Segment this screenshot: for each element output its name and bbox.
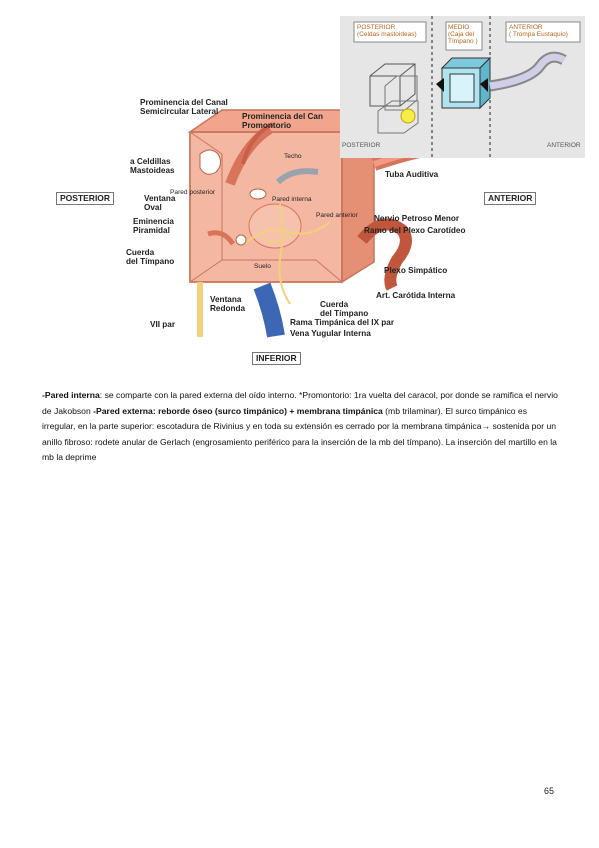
label-pared-interna: Pared interna [272,196,312,203]
label-prominencia-promontorio: Prominencia del Can Promontorio [242,112,323,130]
inset-header-medio: MEDIO (Caja del Tímpano ) [448,24,478,45]
text-span: (mb trilaminar). El surco timpánico es i… [42,405,557,463]
label-inferior: INFERIOR [252,352,301,365]
label-prominencia-canal-semicircular: Prominencia del Canal Semicircular Later… [140,98,228,116]
label-ventana-redonda: Ventana Redonda [210,295,246,313]
inset-side-anterior: ANTERIOR [547,142,581,149]
label-anterior: ANTERIOR [484,192,537,205]
body-text: -Pared interna: se comparte con la pared… [42,388,562,466]
label-tuba-auditiva: Tuba Auditiva [385,170,439,179]
label-ramo-plexo-carotideo: Ramo del Plexo Carotídeo [364,226,466,235]
middle-ear-figure: Prominencia del Canal Semicircular Later… [40,14,585,374]
label-pared-posterior: Pared posterior [170,189,216,196]
inset-cube-illustration [353,16,581,158]
tympanic-cavity-illustration [187,108,426,338]
label-rama-timpanica: Rama Timpánica del IX par [290,318,395,327]
label-art-carotida: Art. Carótida Interna [376,291,456,300]
inset-header-anterior: ANTERIOR ( Trompa Eustaquio) [509,24,568,38]
label-celdillas-mastoideas: a Celdillas Mastoideas [130,157,175,175]
label-techo: Techo [284,153,302,160]
label-eminencia-piramidal: Eminencia Piramidal [133,217,174,235]
text-span: : se comparte con la pared externa del o… [42,390,558,416]
label-posterior: POSTERIOR [56,192,115,205]
label-vena-yugular: Vena Yugular Interna [290,329,371,338]
label-cuerda-timpano-left: Cuerda del Tímpano [126,248,175,266]
inset-side-posterior: POSTERIOR [342,142,381,149]
term-pared-interna: -Pared interna [42,390,100,400]
term-pared-externa: -Pared externa: reborde óseo (surco timp… [93,405,383,416]
label-pared-anterior: Pared anterior [316,212,358,219]
label-cuerda-timpano-bottom: Cuerda del Tímpano [320,300,369,318]
label-ventana-oval: Ventana Oval [144,194,176,212]
label-plexo-simpatico: Plexo Simpático [384,266,448,275]
label-vii-par: VII par [150,320,176,329]
page-number: 65 [544,786,555,796]
inset-diagram: POSTERIOR (Celdas mastoideas) MEDIO (Caj… [340,16,585,158]
paragraph: -Pared interna: se comparte con la pared… [42,388,562,466]
inset-header-posterior: POSTERIOR (Celdas mastoideas) [357,24,417,38]
label-suelo: Suelo [254,263,271,270]
label-nervio-petroso: Nervio Petroso Menor [374,214,460,223]
